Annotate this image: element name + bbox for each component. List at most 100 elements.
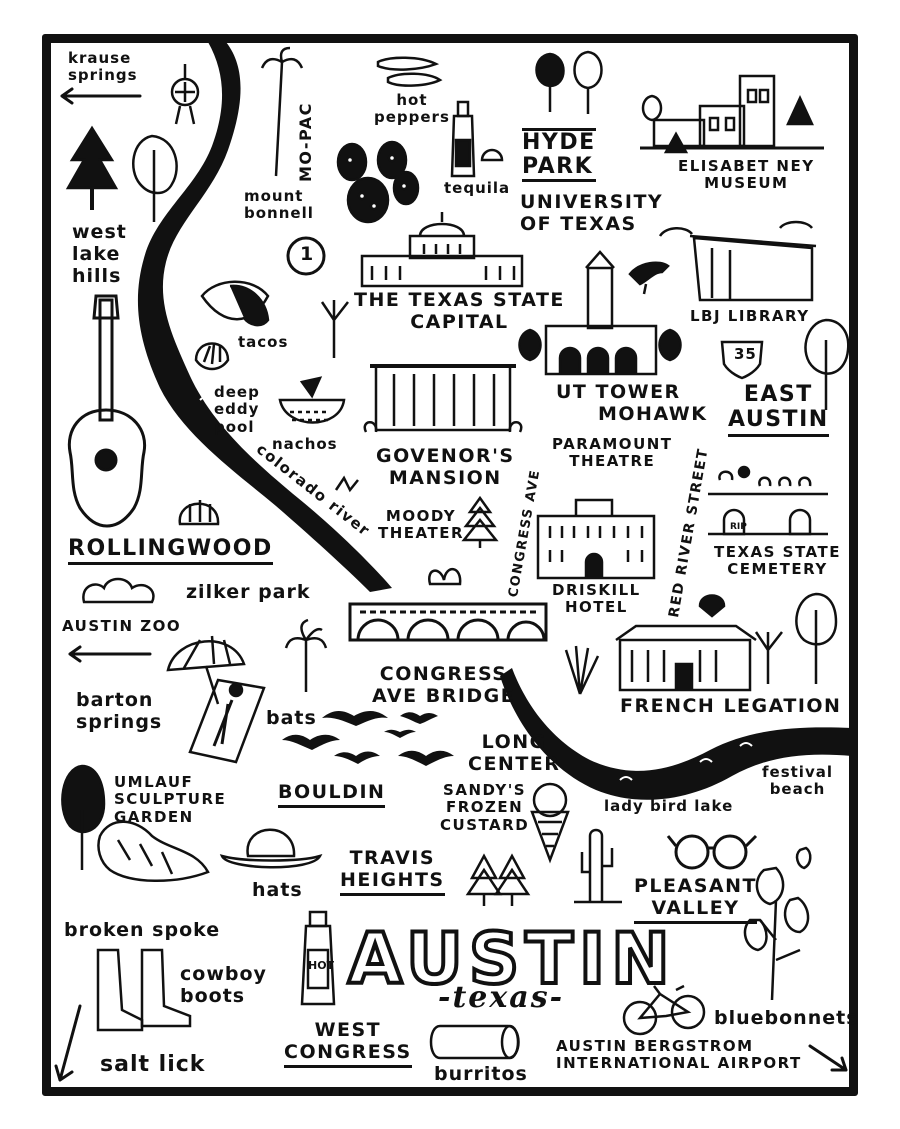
tree-icon [804, 318, 850, 410]
interstate-35-shield-icon [720, 340, 764, 380]
grackle-bird-icon [628, 261, 670, 295]
label-zilker-park: zilker park [186, 581, 311, 603]
nachos-bowl-icon [278, 376, 346, 424]
map-title: AUSTIN [346, 916, 676, 1002]
plant-icon [428, 568, 462, 586]
beach-umbrella-icon [166, 635, 246, 705]
label-lbj-library: LBJ LIBRARY [690, 307, 810, 325]
map-subtitle: -texas- [438, 980, 565, 1015]
bluebonnets-icon [743, 846, 812, 1001]
texas-state-capitol-icon [360, 212, 524, 288]
barrel-cactus-icon [178, 500, 220, 526]
label-hot-sauce: HOT [308, 959, 335, 972]
ice-cream-cone-icon [530, 782, 570, 864]
ut-tower-icon [518, 250, 682, 376]
bats-icon [282, 711, 454, 766]
label-tequila: tequila [444, 179, 511, 197]
tree-icon [754, 592, 838, 684]
label-bats: bats [266, 707, 317, 729]
river-wave [169, 296, 213, 401]
governors-mansion-icon [363, 364, 523, 433]
congress-ave-bridge-icon [348, 602, 548, 642]
label-mohawk: MOHAWK [598, 403, 708, 425]
label-broken-spoke: broken spoke [64, 919, 221, 941]
reclining-sculpture-icon [97, 820, 210, 882]
elisabet-ney-museum-icon [640, 74, 824, 154]
label-burritos: burritos [434, 1063, 528, 1085]
taco-icon [200, 280, 270, 327]
label-highway-1: 1 [300, 243, 315, 265]
label-hats: hats [252, 879, 303, 901]
label-salt-lick: salt lick [100, 1052, 206, 1077]
french-legation-icon [615, 594, 757, 692]
label-bouldin: BOULDIN [278, 781, 386, 808]
pine-tree-icon [461, 495, 499, 548]
label-tacos: tacos [238, 333, 289, 351]
guitar-icon [67, 294, 147, 528]
lbj-library-icon [658, 220, 817, 302]
lady-bird-lake-river [500, 668, 852, 800]
colorado-river-upper [137, 42, 392, 592]
prickly-pear-cactus-icon [336, 140, 420, 224]
river-wave [619, 742, 753, 781]
hot-sauce-bottle-icon [300, 910, 336, 1006]
label-ut-tower: UT TOWER [556, 381, 681, 403]
sunbather-icon [188, 678, 266, 764]
palm-tree-icon [284, 618, 328, 692]
driskill-hotel-icon [536, 498, 656, 580]
cowboy-hat-icon [219, 828, 323, 869]
pine-tree-icon [65, 125, 119, 210]
tree-icon [132, 134, 178, 222]
hot-peppers-icon [376, 56, 443, 87]
bush-icon [82, 577, 155, 604]
label-interstate-35: 35 [734, 345, 757, 363]
arrow-left-icon [68, 645, 152, 663]
pine-trees-icon [465, 853, 531, 906]
label-french-legation: FRENCH LEGATION [620, 695, 842, 717]
highway-1-sign-icon [286, 236, 326, 276]
bare-tree-icon [320, 300, 349, 358]
dreamcatcher-icon [170, 64, 200, 125]
label-lady-bird-lake: lady bird lake [604, 797, 734, 815]
burrito-icon [429, 1024, 520, 1060]
map-border [42, 34, 858, 1096]
label-nachos: nachos [272, 435, 338, 453]
hyde-park-trees-icon [535, 50, 603, 114]
sunglasses-icon [666, 834, 758, 870]
label-rollingwood: ROLLINGWOOD [68, 536, 273, 566]
arrow-down-right-icon [808, 1044, 848, 1072]
label-mopac: MO-PAC [296, 102, 315, 182]
arrow-down-left-icon [54, 1004, 82, 1082]
tequila-bottle-icon [450, 100, 504, 178]
arrow-left-icon [60, 87, 142, 105]
label-bluebonnets: bluebonnets [714, 1007, 859, 1029]
cowboy-boots-icon [96, 948, 192, 1032]
texas-state-cemetery-icon [708, 465, 828, 536]
label-austin-zoo: AUSTIN ZOO [62, 617, 182, 635]
